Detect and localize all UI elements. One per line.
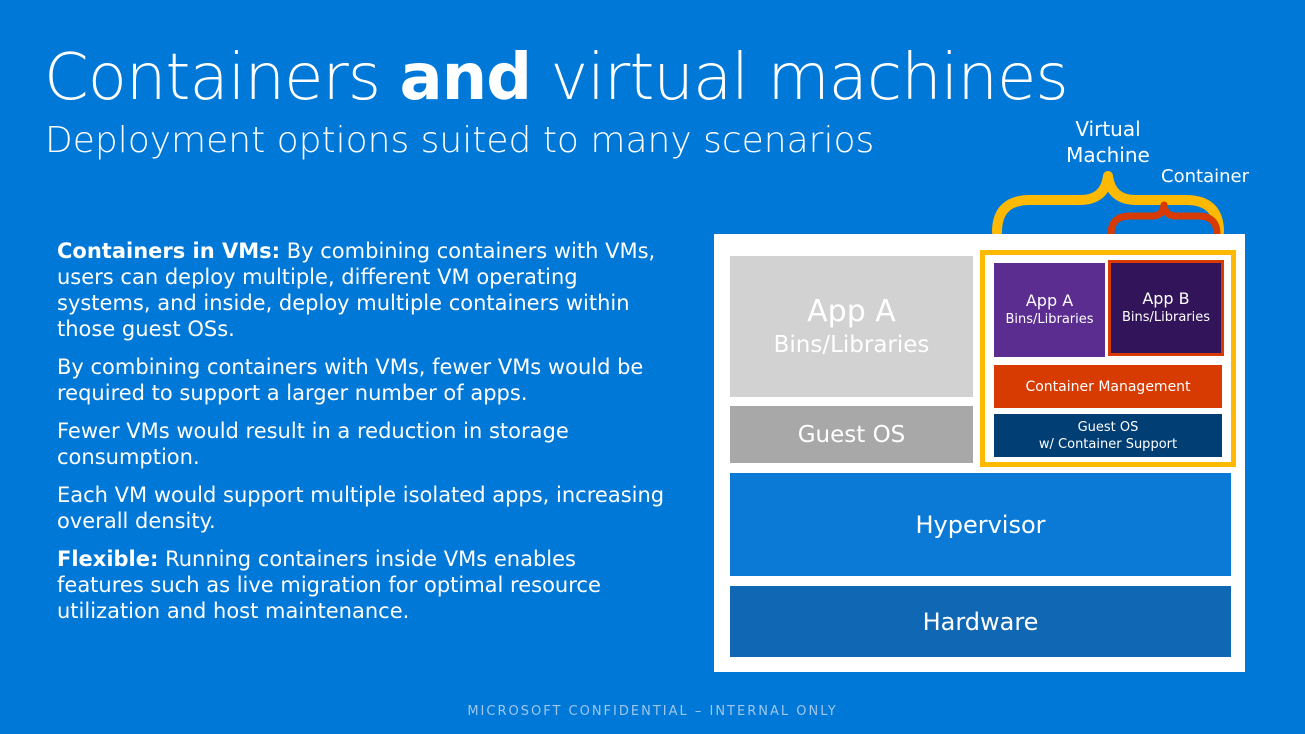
vm-container-frame — [980, 250, 1236, 467]
container-app-a-label: App A — [1025, 291, 1074, 310]
architecture-diagram: App A Bins/Libraries Guest OS App A Bins… — [714, 234, 1245, 672]
title-part-1: Containers — [44, 41, 400, 115]
vm-brace-label: Virtual Machine — [1038, 116, 1178, 168]
title-part-2: virtual machines — [531, 41, 1068, 115]
paragraph-density: Each VM would support multiple isolated … — [57, 483, 665, 533]
container-management-block: Container Management — [994, 365, 1222, 408]
hypervisor-block: Hypervisor — [730, 473, 1231, 576]
paragraph-5-text: Running containers inside VMs enables fe… — [57, 547, 601, 623]
slide-title: Containers and virtual machines — [44, 38, 1069, 118]
paragraph-containers-in-vms: Containers in VMs: By combining containe… — [57, 238, 667, 342]
guest-os-line-2: w/ Container Support — [1038, 436, 1178, 452]
container-app-a-bins: Bins/Libraries — [1005, 312, 1094, 327]
left-app-block: App A Bins/Libraries — [730, 256, 973, 397]
slide-subtitle: Deployment options suited to many scenar… — [45, 120, 875, 161]
title-bold: and — [399, 41, 532, 115]
guest-os-line-1: Guest OS — [1077, 419, 1139, 435]
paragraph-5-bold: Flexible: — [57, 547, 159, 571]
left-bins-label: Bins/Libraries — [773, 331, 930, 358]
container-app-b-bins: Bins/Libraries — [1121, 310, 1211, 325]
vm-label-line-1: Virtual — [1075, 117, 1141, 141]
container-app-b-label: App B — [1142, 289, 1190, 308]
left-app-label: App A — [807, 293, 896, 329]
container-app-b-block: App B Bins/Libraries — [1108, 260, 1224, 356]
paragraph-flexible: Flexible: Running containers inside VMs … — [57, 546, 667, 624]
body-text: Containers in VMs: By combining containe… — [57, 238, 667, 636]
paragraph-storage: Fewer VMs would result in a reduction in… — [57, 419, 569, 469]
container-brace-label: Container — [1161, 166, 1249, 187]
hardware-block: Hardware — [730, 586, 1231, 657]
container-app-a-block: App A Bins/Libraries — [994, 263, 1105, 357]
guest-os-container-support-block: Guest OS w/ Container Support — [994, 414, 1222, 457]
confidential-footer: MICROSOFT CONFIDENTIAL – INTERNAL ONLY — [467, 704, 838, 719]
vm-brace — [992, 171, 1224, 237]
left-guest-os-block: Guest OS — [730, 406, 973, 463]
paragraph-fewer-vms: By combining containers with VMs, fewer … — [57, 355, 644, 405]
paragraph-1-bold: Containers in VMs: — [57, 239, 281, 263]
container-brace — [1107, 201, 1221, 238]
paragraph-1-text: By combining containers with VMs, users … — [57, 239, 656, 341]
vm-label-line-2: Machine — [1066, 143, 1150, 167]
